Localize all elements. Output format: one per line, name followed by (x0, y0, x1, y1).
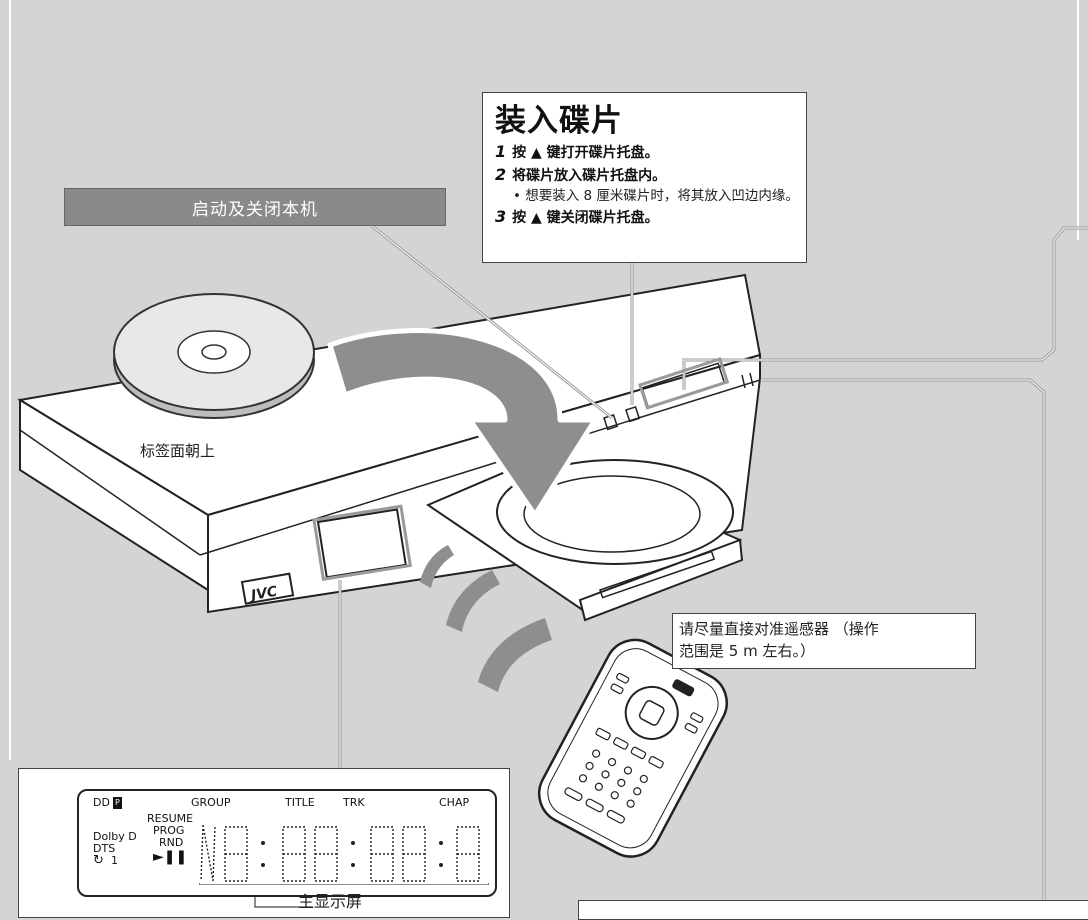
step-2-note: • 想要装入 8 厘米碟片时，将其放入凹边内缘。 (513, 188, 799, 204)
resume-indicator: RESUME (147, 812, 194, 825)
main-display-caption: 主显示屏 (298, 892, 363, 911)
repeat-number: 1 (111, 854, 118, 867)
lcd-display: DD P GROUP TITLE TRK CHAP RESUME PROG RN… (77, 789, 497, 897)
remote-range-note: 请尽量直接对准遥感器 （操作 范围是 5 m 左右。） (672, 613, 976, 669)
caption-leader (254, 897, 313, 908)
dolby-indicator: Dolby D (93, 830, 137, 843)
segment-digits (199, 824, 489, 885)
p-icon: P (113, 797, 122, 809)
load-disc-panel: 装入碟片 1 按 ▲ 键打开碟片托盘。 2 将碟片放入碟片托盘内。 • 想要装入 8… (482, 92, 807, 263)
load-disc-title: 装入碟片 (495, 103, 623, 139)
brand-logo: JVC (247, 583, 279, 604)
chapter-indicator: CHAP (439, 796, 470, 809)
step-1-number: 1 (495, 142, 507, 161)
program-indicator: PROG (153, 824, 185, 837)
disc (113, 293, 315, 419)
frame-lines (9, 0, 1079, 760)
main-display-panel: DD P GROUP TITLE TRK CHAP RESUME PROG RN… (18, 768, 510, 918)
group-indicator: GROUP (191, 796, 231, 809)
insert-arrow (327, 328, 598, 518)
brand-logo-plate (240, 572, 295, 605)
step-3: 3 按 ▲ 键关闭碟片托盘。 (495, 206, 794, 229)
step-3-number: 3 (495, 207, 507, 226)
step-2-text: 将碟片放入碟片托盘内。 (512, 168, 667, 184)
remote-note-line-1: 请尽量直接对准遥感器 （操作 (679, 620, 879, 638)
random-indicator: RND (159, 836, 184, 849)
label-side-up-text: 标签面朝上 (140, 442, 216, 460)
step-2: 2 将碟片放入碟片托盘内。 (495, 164, 794, 187)
step-1: 1 按 ▲ 键打开碟片托盘。 (495, 141, 794, 164)
dts-indicator: DTS (93, 842, 116, 855)
step-2-number: 2 (495, 165, 507, 184)
remote-control (537, 638, 728, 858)
play-pause-icon: ►❚❚ (153, 849, 188, 865)
repeat-icon: ↻ (93, 853, 104, 868)
step-3-text: 按 ▲ 键关闭碟片托盘。 (512, 210, 659, 226)
disc-tray (425, 453, 744, 622)
dd-indicator: DD (93, 796, 110, 809)
step-1-text: 按 ▲ 键打开碟片托盘。 (512, 145, 659, 161)
remote-note-line-2: 范围是 5 m 左右。） (679, 642, 815, 660)
track-indicator: TRK (343, 796, 365, 809)
title-indicator: TITLE (285, 796, 315, 809)
infrared-signal (420, 545, 552, 692)
power-on-off-label: 启动及关闭本机 (64, 188, 446, 226)
next-section-bar (578, 900, 1088, 920)
